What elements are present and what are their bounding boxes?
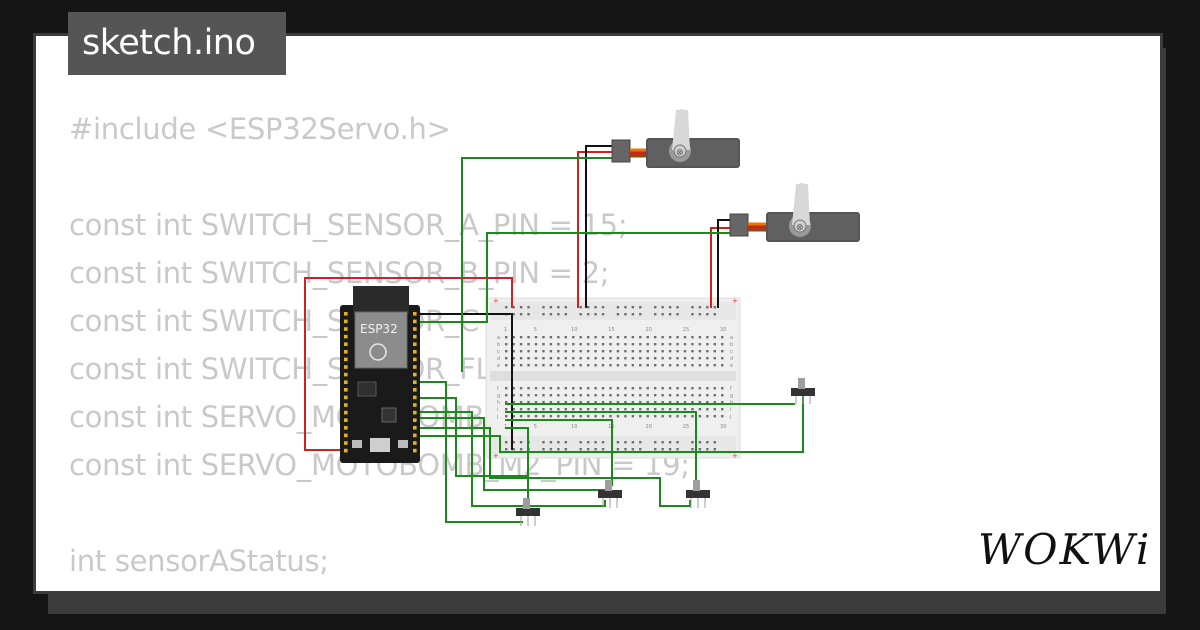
rail-plus-label: + — [493, 297, 499, 305]
breadboard-row-letter: c — [497, 349, 500, 355]
slide-switch-1 — [516, 498, 540, 526]
breadboard-row-letter: i — [730, 407, 731, 413]
servo-motor-1: ⊗ — [611, 109, 740, 168]
breadboard-row-letter: g — [730, 393, 733, 399]
code-line: const int SWITCH_SENSOR_B_PIN = 2; — [69, 256, 610, 290]
breadboard-row-letter: b — [730, 342, 733, 348]
breadboard-column-number: 20 — [646, 424, 652, 430]
breadboard-row-letter: d — [730, 356, 733, 362]
breadboard-row-letter: e — [497, 363, 500, 369]
sketch-title: sketch.ino — [68, 12, 286, 75]
breadboard-column-number: 1 — [504, 327, 507, 333]
slide-switch-3 — [686, 480, 710, 508]
servo-motor-2: ⊗ — [729, 183, 860, 242]
rail-plus-label-right: + — [732, 297, 738, 305]
slide-switch-2 — [598, 480, 622, 508]
breadboard-row-letter: e — [730, 363, 733, 369]
breadboard-row-letter: j — [496, 414, 498, 420]
breadboard-row-letter: a — [497, 335, 500, 341]
svg-text:⊗: ⊗ — [676, 148, 684, 158]
breadboard-column-number: 25 — [683, 424, 689, 430]
svg-text:⊗: ⊗ — [796, 223, 804, 233]
slide-switch-4 — [791, 378, 815, 404]
breadboard-column-number: 5 — [534, 424, 537, 430]
esp32-label: ESP32 — [360, 322, 398, 336]
breadboard-row-letter: i — [497, 407, 498, 413]
code-line: int sensorAStatus; — [69, 544, 329, 578]
esp32-board: ESP32 — [340, 286, 420, 463]
code-line: #include <ESP32Servo.h> — [69, 112, 451, 146]
breadboard-row-letter: h — [497, 400, 500, 406]
breadboard-row-letter: f — [497, 386, 499, 392]
wires — [304, 145, 804, 523]
breadboard-column-number: 30 — [720, 327, 726, 333]
breadboard-row-letter: c — [730, 349, 733, 355]
breadboard-row-letter: f — [730, 386, 732, 392]
breadboard-column-number: 10 — [571, 424, 577, 430]
breadboard-row-letter: a — [730, 335, 733, 341]
breadboard-column-number: 25 — [683, 327, 689, 333]
rail-plus-label-bottom: + — [493, 452, 499, 460]
wokwi-logo: WOKWi — [978, 525, 1152, 574]
usb-port — [370, 438, 390, 452]
breadboard-row-letter: d — [497, 356, 500, 362]
breadboard-row-letter: g — [497, 393, 500, 399]
rail-plus-label-bottom-right: + — [732, 452, 738, 460]
breadboard-column-number: 10 — [571, 327, 577, 333]
breadboard-row-letter: j — [729, 414, 731, 420]
breadboard-column-number: 20 — [646, 327, 652, 333]
breadboard-column-number: 30 — [720, 424, 726, 430]
breadboard-column-number: 15 — [608, 327, 614, 333]
espressif-icon — [369, 343, 387, 361]
code-line: const int SWITCH_SENSOR_A_PIN = 15; — [69, 208, 628, 242]
breadboard-row-letter: b — [497, 342, 500, 348]
breadboard-column-number: 5 — [534, 327, 537, 333]
